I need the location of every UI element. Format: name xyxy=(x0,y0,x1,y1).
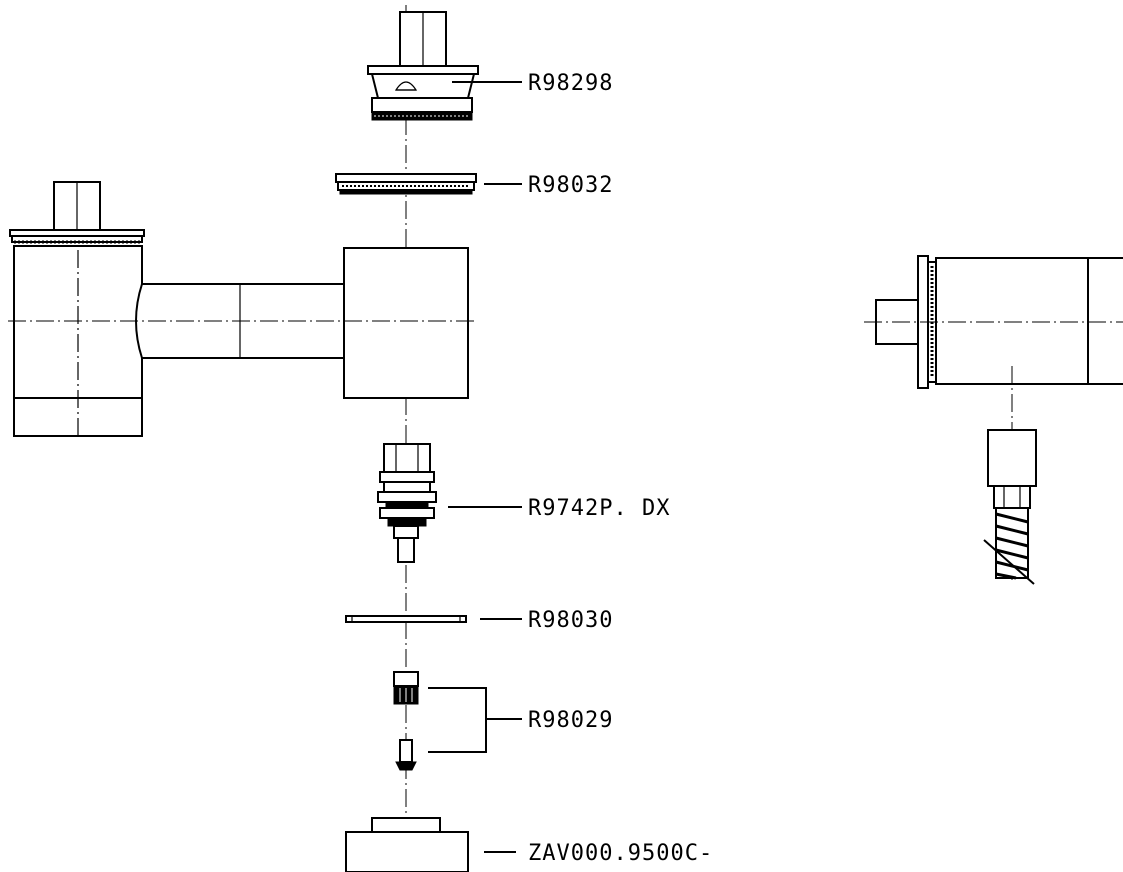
leader-r98029 xyxy=(428,687,522,753)
part-zav000-9500c-drawing xyxy=(345,817,469,872)
part-r98032-drawing xyxy=(335,173,477,195)
valve-body-assembly xyxy=(8,181,476,437)
label-zav000-9500c: ZAV000.9500C- xyxy=(528,841,713,866)
label-r98298: R98298 xyxy=(528,71,613,96)
label-r9742p-dx: R9742P. DX xyxy=(528,496,670,521)
side-view-drawing xyxy=(864,255,1123,585)
part-r98029-drawing xyxy=(393,671,419,771)
label-r98029: R98029 xyxy=(528,708,613,733)
label-r98032: R98032 xyxy=(528,173,613,198)
part-r98298-drawing xyxy=(367,11,479,121)
part-r9742p-dx-drawing xyxy=(377,443,437,563)
label-r98030: R98030 xyxy=(528,608,613,633)
part-r98030-drawing xyxy=(345,615,467,623)
